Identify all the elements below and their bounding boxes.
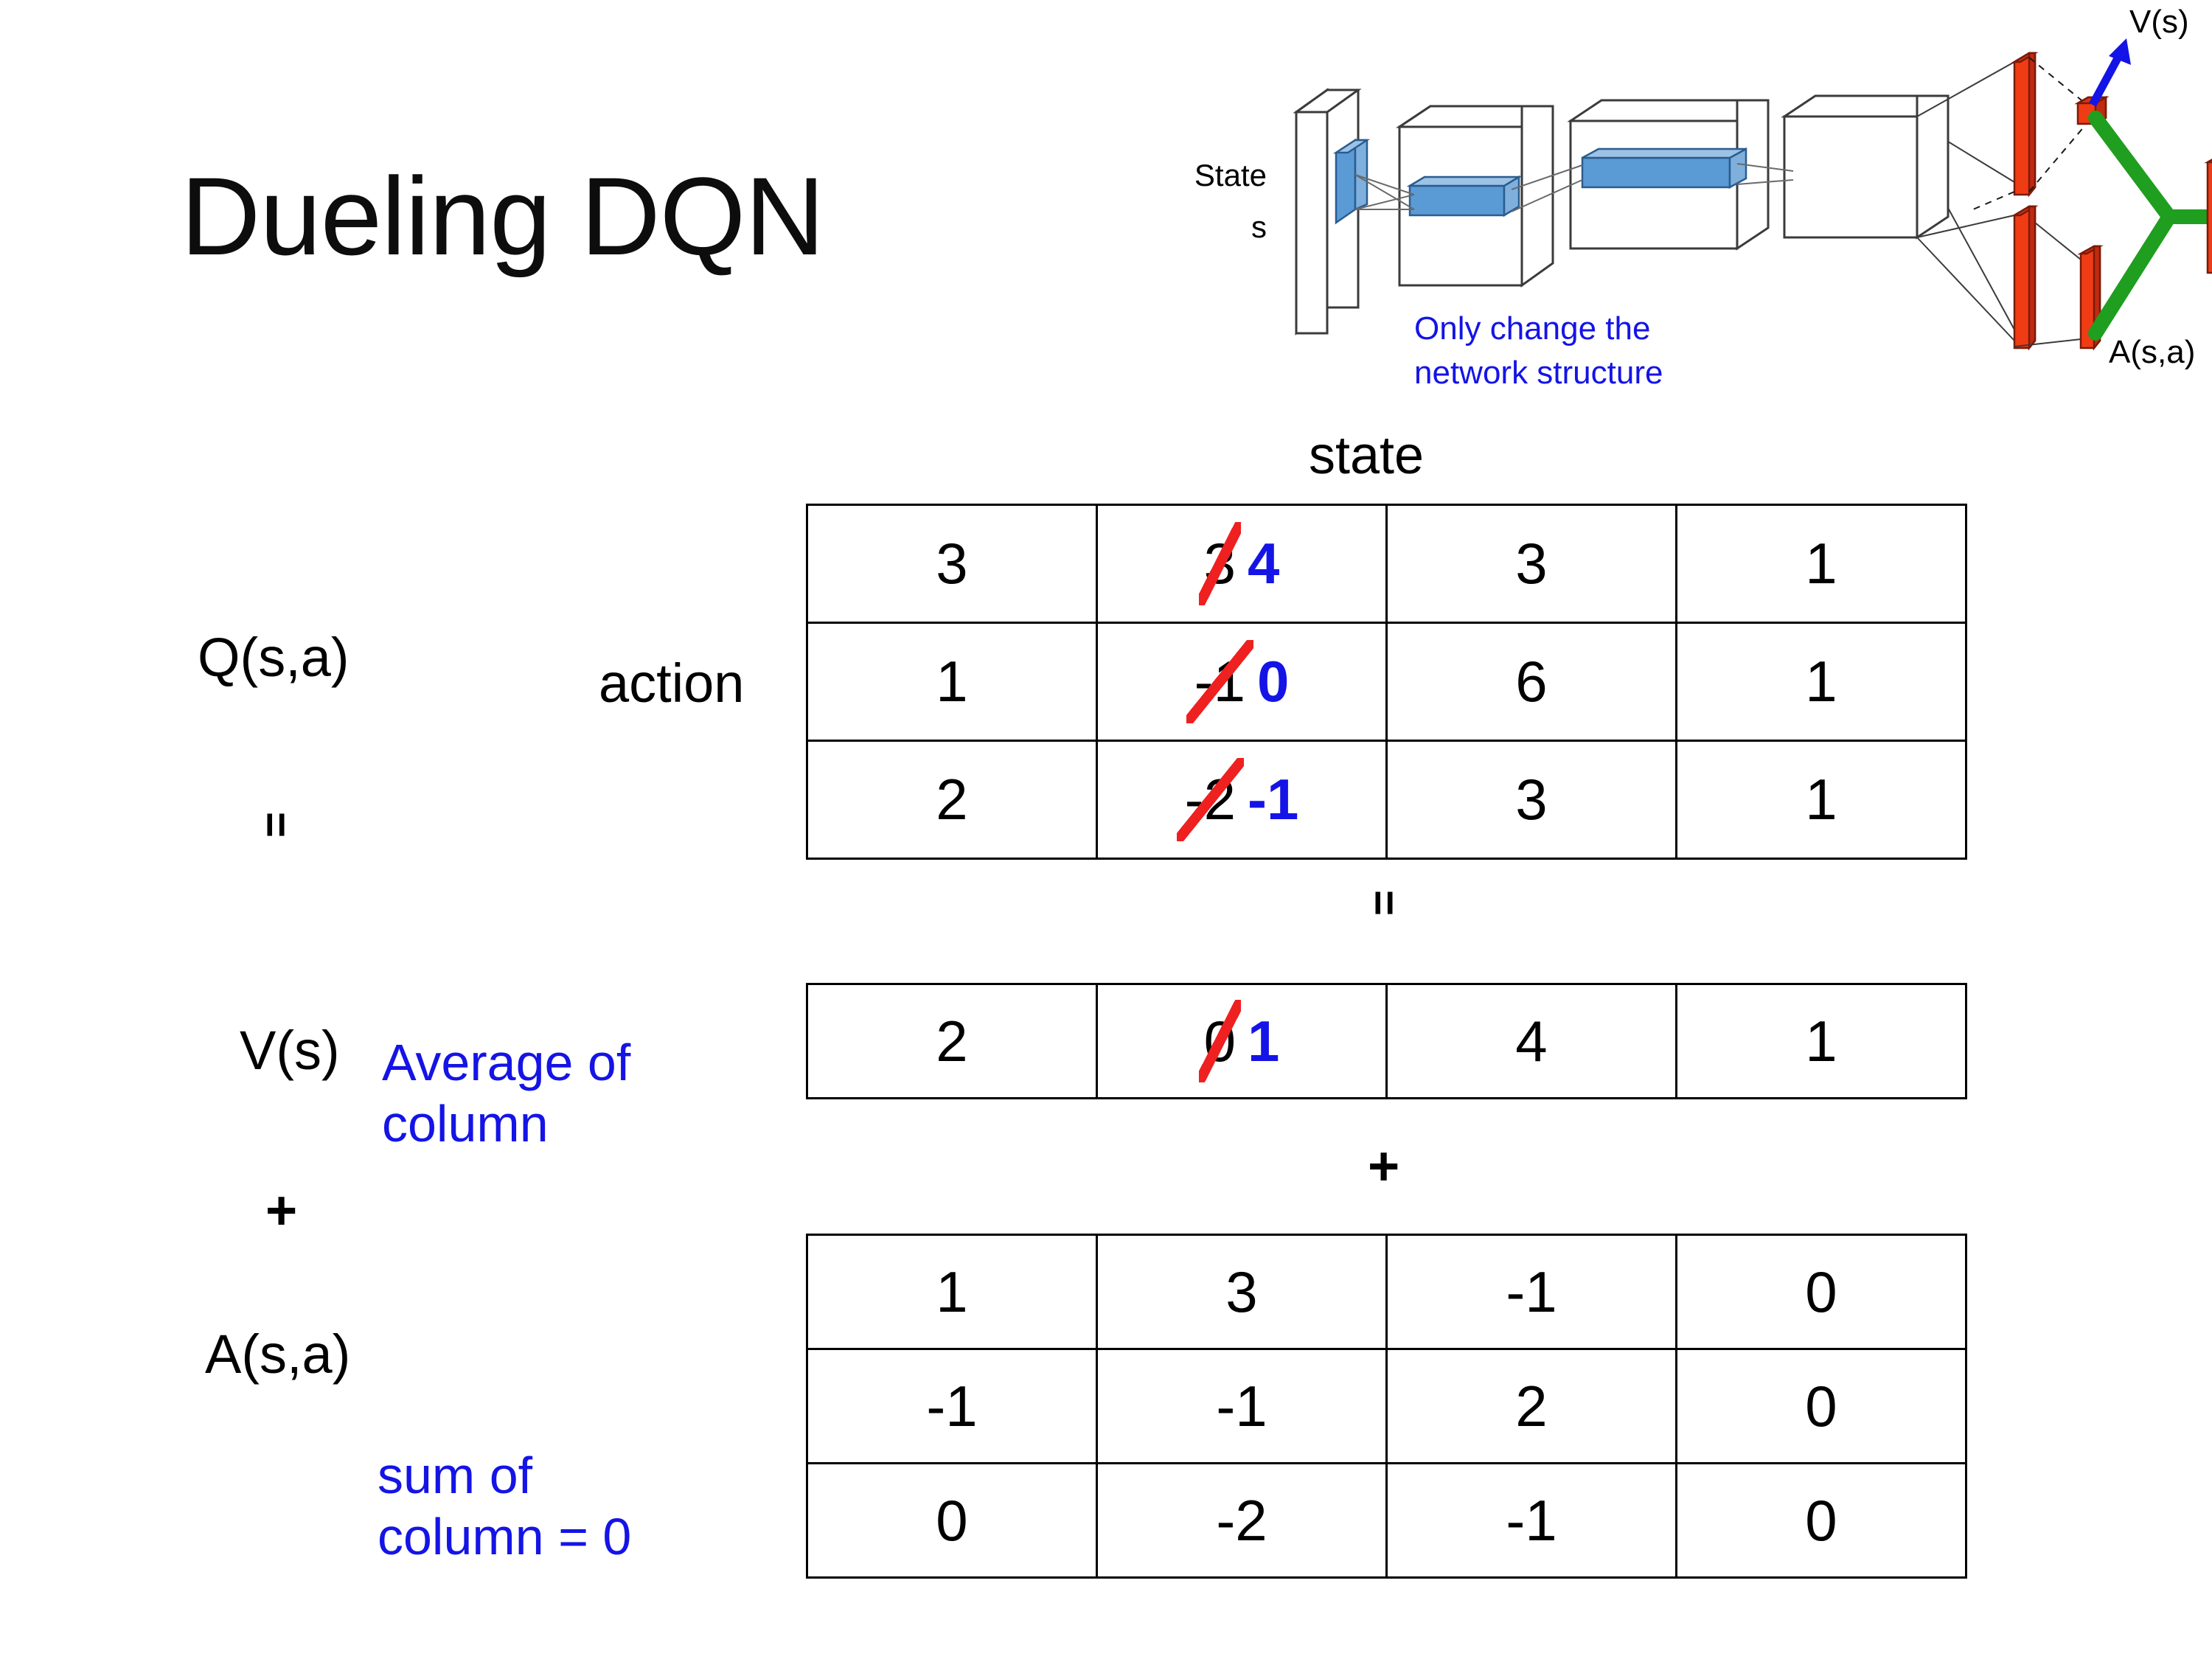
table-cell: 3: [1096, 1234, 1388, 1350]
table-cell: -1: [1385, 1234, 1677, 1350]
table-cell: 3: [806, 504, 1098, 624]
dueling-network-diagram: State s Only change the network structur…: [1194, 4, 2212, 391]
new-value: 4: [1248, 531, 1280, 596]
equals-sign-middle: =: [1360, 889, 1410, 919]
page-title: Dueling DQN: [181, 154, 825, 278]
table-cell: 1: [1675, 504, 1967, 624]
table-cell: -1: [1096, 1348, 1388, 1464]
table-cell: 2: [806, 740, 1098, 860]
plus-sign-middle: +: [1368, 1135, 1400, 1197]
new-value: -1: [1248, 767, 1299, 832]
new-value: 0: [1256, 649, 1290, 714]
table-cell: 3: [1385, 504, 1677, 624]
table-cell: 1: [1675, 740, 1967, 860]
note-average-of-column: Average of column: [382, 1032, 630, 1154]
corrected-value: -2-1: [1176, 758, 1299, 841]
table-cell: 6: [1385, 622, 1677, 742]
new-value: 1: [1248, 1008, 1280, 1074]
label-state-axis: state: [1309, 426, 1425, 485]
equals-sign-left: =: [251, 811, 302, 841]
table-cell: 1: [1675, 983, 1967, 1099]
label-a-function: A(s,a): [205, 1324, 351, 1385]
table-cell: 4: [1385, 983, 1677, 1099]
table-cell: 1: [806, 1234, 1098, 1350]
table-cell: 1: [806, 622, 1098, 742]
struck-old-value: -2: [1176, 758, 1245, 841]
struck-old-value: 0: [1198, 999, 1242, 1083]
note-average-line1: Average of: [382, 1034, 631, 1091]
table-cell: -2: [1096, 1462, 1388, 1579]
table-cell: 3: [1385, 740, 1677, 860]
table-cell: 0: [1675, 1348, 1967, 1464]
label-q-function: Q(s,a): [198, 627, 349, 688]
table-cell: -1: [1385, 1462, 1677, 1579]
note-sum-line2: column = 0: [378, 1507, 632, 1565]
diagram-advantage-label: A(s,a): [2109, 334, 2195, 370]
table-cell: 2: [806, 983, 1098, 1099]
diagram-input-label-line2: s: [1251, 209, 1267, 244]
diagram-note-line1: Only change the: [1414, 310, 1650, 347]
struck-old-value: -1: [1186, 640, 1254, 723]
label-v-function: V(s): [240, 1020, 340, 1081]
table-cell: 1: [1675, 622, 1967, 742]
table-cell: 0: [1675, 1462, 1967, 1579]
diagram-input-label-line1: State: [1194, 158, 1267, 192]
table-cell: 2: [1385, 1348, 1677, 1464]
table-cell: 0: [1675, 1234, 1967, 1350]
note-average-line2: column: [382, 1094, 549, 1152]
struck-old-value: 3: [1198, 522, 1242, 605]
note-sum-line1: sum of: [378, 1447, 533, 1504]
diagram-note-line2: network structure: [1414, 355, 1663, 391]
note-sum-of-column: sum of column = 0: [378, 1445, 631, 1567]
table-cell: -1: [806, 1348, 1098, 1464]
table-cell: -2-1: [1096, 740, 1388, 860]
plus-sign-left: +: [265, 1180, 298, 1241]
table-cell: 0: [806, 1462, 1098, 1579]
label-action-axis: action: [599, 653, 745, 714]
diagram-value-label: V(s): [2129, 4, 2189, 40]
